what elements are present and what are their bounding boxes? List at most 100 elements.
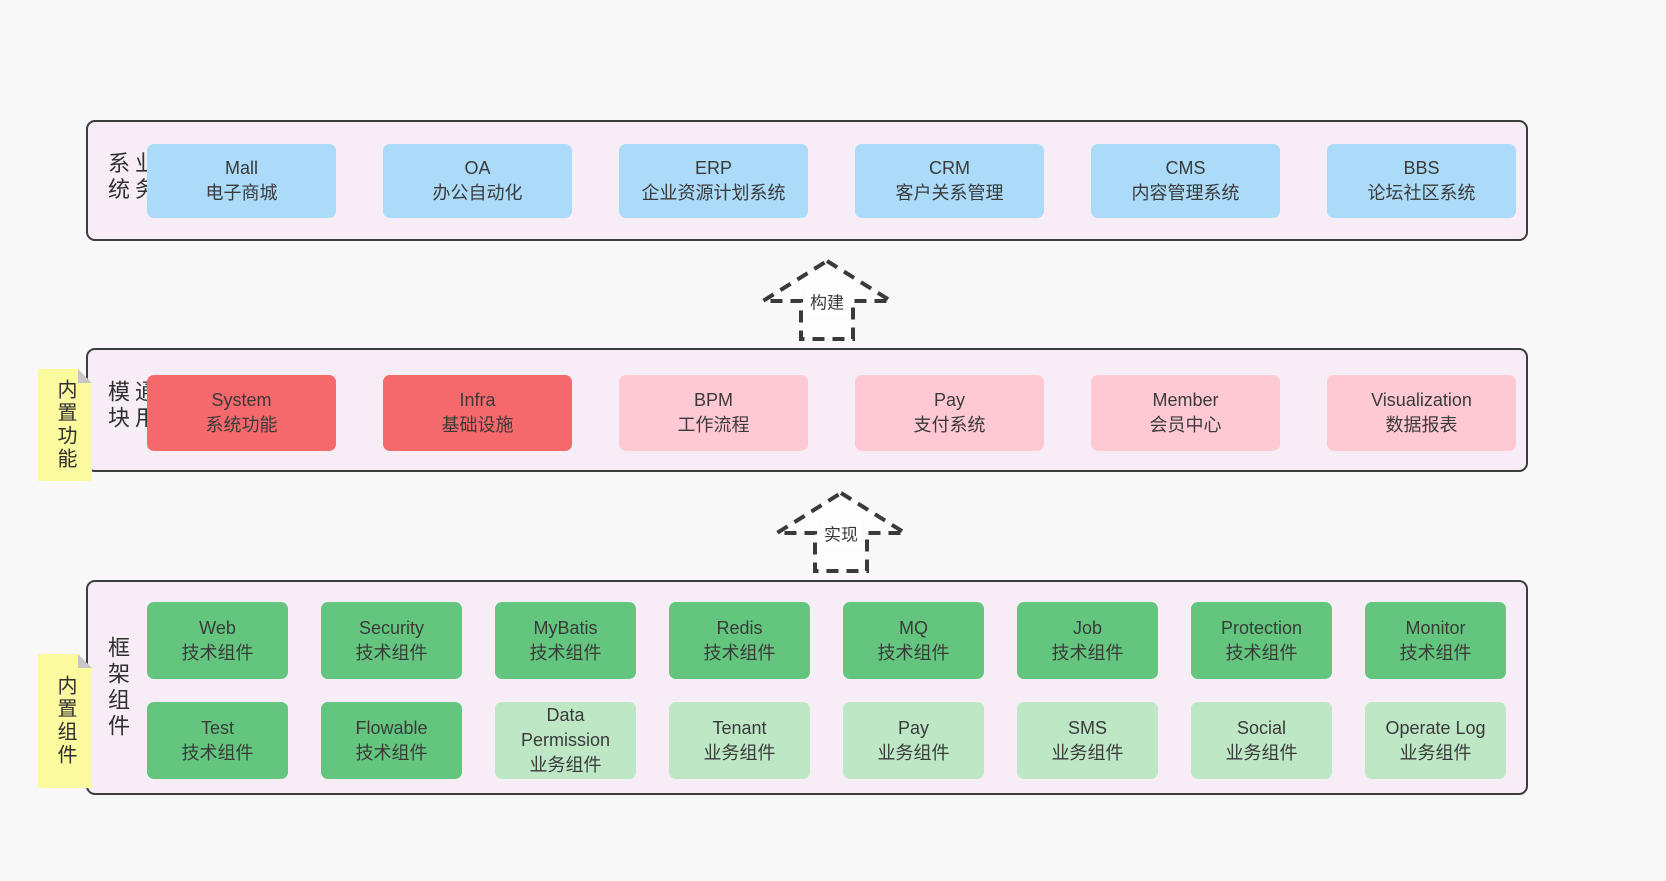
- box-subtitle: 技术组件: [181, 642, 254, 663]
- panel-business-systems: 业务系统 Mall 电子商城 OA 办公自动化 ERP 企业资源计划系统 CRM…: [86, 120, 1528, 241]
- box-pay-module: Pay 支付系统: [855, 375, 1044, 451]
- box-member: Member 会员中心: [1091, 375, 1280, 451]
- box-title: Security: [358, 617, 425, 638]
- sticky-built-in-features: 内置功能: [38, 369, 92, 481]
- box-job: Job 技术组件: [1017, 602, 1158, 679]
- box-title: Operate Log: [1385, 717, 1486, 738]
- box-bpm: BPM 工作流程: [619, 375, 808, 451]
- box-title: System: [211, 390, 272, 410]
- box-title: Tenant: [712, 717, 767, 738]
- box-system: System 系统功能: [147, 375, 336, 451]
- box-subtitle: 技术组件: [529, 642, 602, 663]
- sticky-built-in-features-label: 内置功能: [54, 379, 76, 471]
- arrow-implement-label: 实现: [821, 519, 861, 547]
- box-mybatis: MyBatis 技术组件: [495, 602, 636, 679]
- business-box-row: Mall 电子商城 OA 办公自动化 ERP 企业资源计划系统 CRM 客户关系…: [147, 144, 1516, 218]
- box-subtitle: 系统功能: [205, 415, 278, 435]
- box-redis: Redis 技术组件: [669, 602, 810, 679]
- box-mall: Mall 电子商城: [147, 144, 336, 218]
- box-title: Redis: [716, 617, 763, 638]
- box-protection: Protection 技术组件: [1191, 602, 1332, 679]
- box-subtitle: 技术组件: [181, 742, 254, 763]
- box-subtitle: 内容管理系统: [1131, 183, 1240, 203]
- box-tenant: Tenant 业务组件: [669, 702, 810, 779]
- box-subtitle: 业务组件: [1225, 742, 1298, 763]
- sticky-built-in-components: 内置组件: [38, 654, 92, 788]
- box-subtitle: 基础设施: [441, 415, 514, 435]
- box-subtitle: 技术组件: [877, 642, 950, 663]
- box-infra: Infra 基础设施: [383, 375, 572, 451]
- arrow-build: 构建: [757, 255, 897, 343]
- box-crm: CRM 客户关系管理: [855, 144, 1044, 218]
- box-subtitle: 会员中心: [1149, 415, 1222, 435]
- panel-framework-components-label: 框架组件: [105, 635, 130, 740]
- panel-framework-components: 框架组件 Web 技术组件 Security 技术组件 MyBatis 技术组件…: [86, 580, 1528, 795]
- box-subtitle: 企业资源计划系统: [641, 183, 786, 203]
- box-subtitle: 数据报表: [1385, 415, 1458, 435]
- box-bbs: BBS 论坛社区系统: [1327, 144, 1516, 218]
- box-subtitle: 业务组件: [1399, 742, 1472, 763]
- box-title: Visualization: [1371, 390, 1472, 410]
- box-social: Social 业务组件: [1191, 702, 1332, 779]
- box-subtitle: 电子商城: [205, 183, 278, 203]
- box-subtitle: 办公自动化: [432, 183, 523, 203]
- box-title: Test: [200, 717, 234, 738]
- box-operate-log: Operate Log 业务组件: [1365, 702, 1506, 779]
- box-subtitle: 客户关系管理: [895, 183, 1004, 203]
- box-title: MyBatis: [533, 617, 598, 638]
- arrow-build-label: 构建: [807, 287, 847, 315]
- box-data-permission: Data Permission 业务组件: [495, 702, 636, 779]
- box-title: ERP: [694, 158, 732, 178]
- box-pay-component: Pay 业务组件: [843, 702, 984, 779]
- box-subtitle: 支付系统: [913, 415, 986, 435]
- box-test: Test 技术组件: [147, 702, 288, 779]
- box-title: MQ: [899, 617, 928, 638]
- box-subtitle: 技术组件: [1051, 642, 1124, 663]
- box-subtitle: 技术组件: [1225, 642, 1298, 663]
- box-title: Mall: [224, 158, 258, 178]
- box-erp: ERP 企业资源计划系统: [619, 144, 808, 218]
- box-subtitle: 技术组件: [703, 642, 776, 663]
- box-subtitle: 业务组件: [1051, 742, 1124, 763]
- box-title: BPM: [693, 390, 733, 410]
- box-title: CMS: [1165, 158, 1206, 178]
- box-subtitle: 业务组件: [703, 742, 776, 763]
- box-title: Web: [199, 617, 236, 638]
- box-title: Job: [1072, 617, 1103, 638]
- box-subtitle: 工作流程: [677, 415, 750, 435]
- box-subtitle: 业务组件: [877, 742, 950, 763]
- box-sms: SMS 业务组件: [1017, 702, 1158, 779]
- box-title: Monitor: [1405, 617, 1466, 638]
- box-subtitle: 技术组件: [1399, 642, 1472, 663]
- box-title: Flowable: [355, 717, 428, 738]
- box-title: Pay: [933, 390, 966, 410]
- box-title: Social: [1236, 717, 1287, 738]
- box-oa: OA 办公自动化: [383, 144, 572, 218]
- box-mq: MQ 技术组件: [843, 602, 984, 679]
- box-title: Pay: [897, 717, 930, 738]
- box-title: Data Permission: [520, 705, 611, 750]
- box-title: SMS: [1067, 717, 1107, 738]
- box-title: BBS: [1403, 158, 1440, 178]
- box-cms: CMS 内容管理系统: [1091, 144, 1280, 218]
- box-subtitle: 论坛社区系统: [1367, 183, 1476, 203]
- framework-box-row-2: Test 技术组件 Flowable 技术组件 Data Permission …: [147, 702, 1506, 779]
- box-visualization: Visualization 数据报表: [1327, 375, 1516, 451]
- box-security: Security 技术组件: [321, 602, 462, 679]
- box-flowable: Flowable 技术组件: [321, 702, 462, 779]
- box-subtitle: 技术组件: [355, 742, 428, 763]
- modules-box-row: System 系统功能 Infra 基础设施 BPM 工作流程 Pay 支付系统…: [147, 375, 1516, 451]
- box-title: OA: [464, 158, 491, 178]
- box-web: Web 技术组件: [147, 602, 288, 679]
- arrow-implement: 实现: [771, 487, 911, 575]
- framework-box-row-1: Web 技术组件 Security 技术组件 MyBatis 技术组件 Redi…: [147, 602, 1506, 679]
- box-title: Protection: [1220, 617, 1303, 638]
- box-subtitle: 业务组件: [529, 755, 602, 775]
- box-monitor: Monitor 技术组件: [1365, 602, 1506, 679]
- panel-common-modules: 通用模块 System 系统功能 Infra 基础设施 BPM 工作流程 Pay…: [86, 348, 1528, 472]
- box-title: CRM: [929, 158, 970, 178]
- box-title: Member: [1152, 390, 1219, 410]
- sticky-built-in-components-label: 内置组件: [54, 675, 76, 767]
- box-subtitle: 技术组件: [355, 642, 428, 663]
